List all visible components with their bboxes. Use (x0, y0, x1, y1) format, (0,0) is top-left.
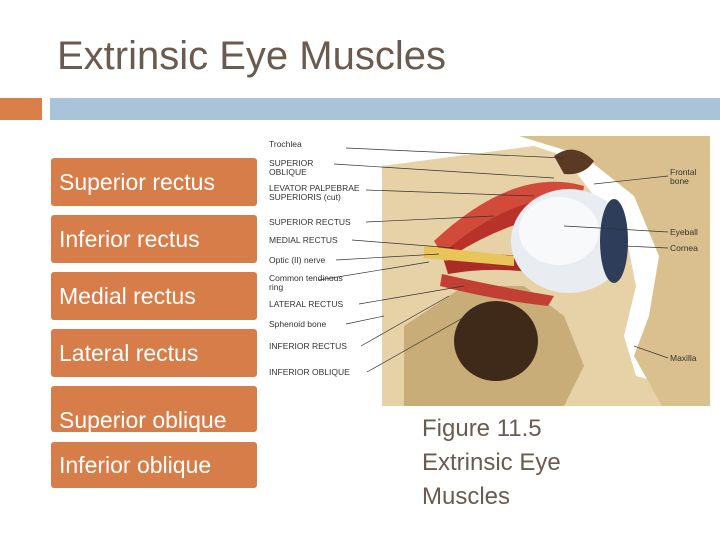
muscle-inferior-oblique: Inferior oblique (51, 442, 257, 488)
eye-anatomy-illustration (318, 136, 710, 406)
slide-title: Extrinsic Eye Muscles (57, 34, 446, 78)
label-trochlea: Trochlea (269, 139, 302, 149)
label-inferior-rectus: INFERIOR RECTUS (269, 341, 347, 351)
label-levator: LEVATOR PALPEBRAE SUPERIORIS (cut) (269, 183, 360, 202)
label-common-tendinous-ring: Common tendinous ring (269, 273, 343, 292)
label-frontal-bone: Frontal bone (670, 167, 697, 186)
figure-caption: Figure 11.5 Extrinsic Eye Muscles (422, 412, 561, 514)
label-superior-rectus: SUPERIOR RECTUS (269, 217, 351, 227)
muscle-superior-rectus: Superior rectus (51, 158, 257, 206)
label-medial-rectus: MEDIAL RECTUS (269, 235, 338, 245)
label-lateral-rectus: LATERAL RECTUS (269, 299, 344, 309)
label-superior-oblique: SUPERIOR OBLIQUE (269, 158, 314, 177)
caption-line-3: Muscles (422, 483, 511, 510)
muscle-superior-oblique: Superior oblique (51, 386, 257, 432)
label-optic-nerve: Optic (II) nerve (269, 255, 326, 265)
caption-line-1: Figure 11.5 (422, 415, 542, 442)
label-sphenoid-bone: Sphenoid bone (269, 319, 327, 329)
accent-bar-orange (0, 98, 42, 120)
muscle-medial-rectus: Medial rectus (51, 272, 257, 320)
label-cornea: Cornea (670, 243, 698, 253)
muscle-inferior-rectus: Inferior rectus (51, 215, 257, 263)
caption-line-2: Extrinsic Eye (422, 449, 561, 476)
label-maxilla: Maxilla (670, 353, 697, 363)
label-inferior-oblique: INFERIOR OBLIQUE (269, 367, 350, 377)
muscle-lateral-rectus: Lateral rectus (51, 329, 257, 377)
eye-muscle-figure: Trochlea SUPERIOR OBLIQUE LEVATOR PALPEB… (264, 136, 710, 406)
accent-bar-blue (50, 98, 720, 120)
label-eyeball: Eyeball (670, 227, 698, 237)
